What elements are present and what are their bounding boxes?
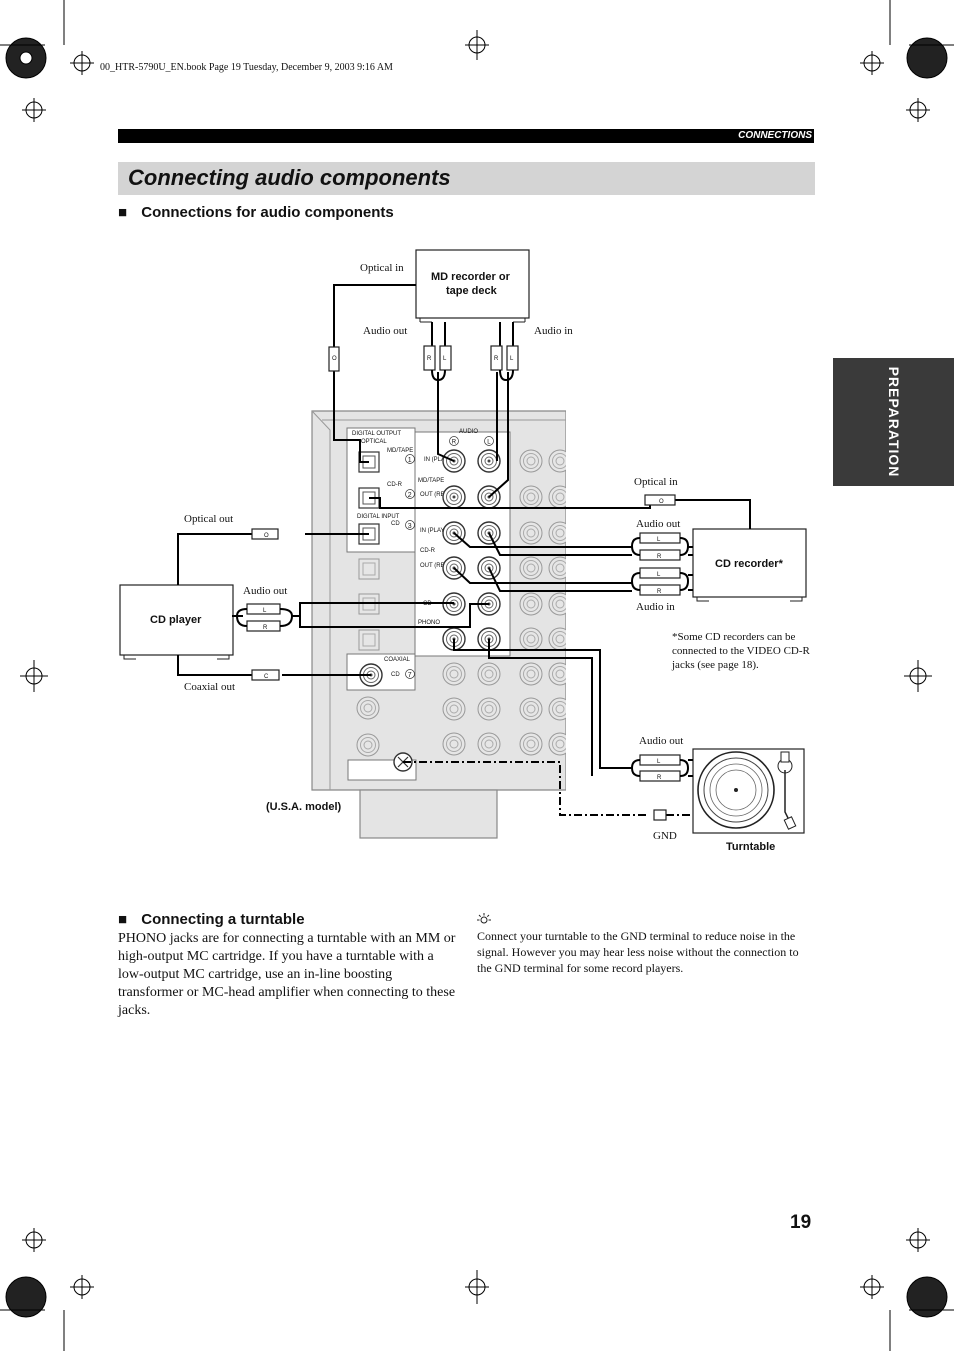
label-cd-player: CD player [150,614,202,626]
panel-l: L [487,440,491,446]
panel-audio: AUDIO [459,429,478,435]
panel-md-tape-1: MD/TAPE [387,448,413,454]
title-bar: Connecting audio components [118,162,815,195]
label-cdr-audio-out: Audio out [636,518,680,530]
page-number: 19 [790,1212,812,1233]
section1-heading: ■ Connections for audio components [118,204,394,221]
tip-lightbulb-icon [477,913,491,924]
plug-o-cd: O [264,533,269,539]
receiver-panel: DIGITAL OUTPUT OPTICAL MD/TAPE CD-R DIGI… [311,405,586,839]
panel-coaxial: COAXIAL [384,657,411,663]
panel-out-2: OUT (REC) [420,563,451,569]
label-md-audio-out: Audio out [363,325,407,337]
label-turntable: Turntable [726,841,775,853]
tip-text: Connect your turntable to the GND termin… [477,929,799,975]
section2-body: PHONO jacks are for connecting a turntab… [118,931,456,1018]
panel-digital-input: DIGITAL INPUT [357,514,400,520]
md-recorder-box [415,249,530,323]
side-tab-preparation: PREPARATION [833,358,954,486]
cd-recorder-box [692,528,807,602]
plug-l-cd: L [263,608,267,614]
plug-r-cd: R [263,625,268,631]
panel-r: R [452,440,457,446]
plug-r-tt: R [657,775,662,781]
panel-cd-1: CD [391,521,400,527]
panel-phono: PHONO [418,620,440,626]
panel-num-2: 2 [408,492,412,499]
plug-l-md-out: L [443,356,447,362]
section2-heading: ■ Connecting a turntable [118,911,305,928]
plug-l-cdr-out: L [657,537,661,543]
plug-c-cd: C [264,674,269,680]
plug-l-md-in: L [510,356,514,362]
page-title: Connecting audio components [128,165,451,190]
panel-cd-2: CD [391,672,400,678]
plug-r-cdr-in: R [657,589,662,595]
label-md-optical-in: Optical in [360,262,404,274]
panel-cd-r-1: CD-R [387,482,403,488]
panel-out-1: OUT (REC) [420,492,451,498]
panel-optical: OPTICAL [361,439,387,445]
section1-title: Connections for audio components [141,204,394,221]
label-cd-coaxial-out: Coaxial out [184,681,235,693]
label-cd-optical-out: Optical out [184,513,233,525]
plug-o-md: O [332,356,337,362]
panel-cd-r-2: CD-R [420,548,436,554]
panel-digital-output: DIGITAL OUTPUT [352,431,401,437]
panel-md-tape-2: MD/TAPE [418,478,444,484]
section2-title: Connecting a turntable [141,911,305,928]
plug-l-cdr-in: L [657,572,661,578]
plug-o-cdr: O [659,499,664,505]
cd-player-box [119,584,234,660]
label-md-box-line2: tape deck [446,285,498,297]
plug-r-md-out: R [427,356,432,362]
footnote-cd-recorders: *Some CD recorders can be connected to t… [672,631,810,671]
label-cd-recorder: CD recorder* [715,558,784,570]
section1-bullet: ■ [118,204,128,221]
file-info-header: 00_HTR-5790U_EN.book Page 19 Tuesday, De… [100,62,393,73]
label-cd-audio-out: Audio out [243,585,287,597]
section-bar: CONNECTIONS [118,129,814,143]
panel-num-3: 3 [408,523,412,530]
panel-num-1: 1 [408,457,412,464]
label-md-audio-in: Audio in [534,325,573,337]
panel-in-1: IN (PLAY) [424,457,451,463]
plug-r-md-in: R [494,356,499,362]
label-md-box-line1: MD recorder or [431,271,511,283]
turntable-illustration [692,748,805,834]
section2-bullet: ■ [118,911,128,928]
label-gnd: GND [653,830,677,842]
panel-num-7: 7 [408,672,412,679]
label-tt-audio-out: Audio out [639,735,683,747]
plug-l-tt: L [657,759,661,765]
label-cdr-audio-in: Audio in [636,601,675,613]
label-cdr-optical-in: Optical in [634,476,678,488]
section-label: CONNECTIONS [738,130,812,141]
panel-in-2: IN (PLAY) [420,528,447,534]
label-usa-model: (U.S.A. model) [266,801,342,813]
plug-r-cdr-out: R [657,554,662,560]
